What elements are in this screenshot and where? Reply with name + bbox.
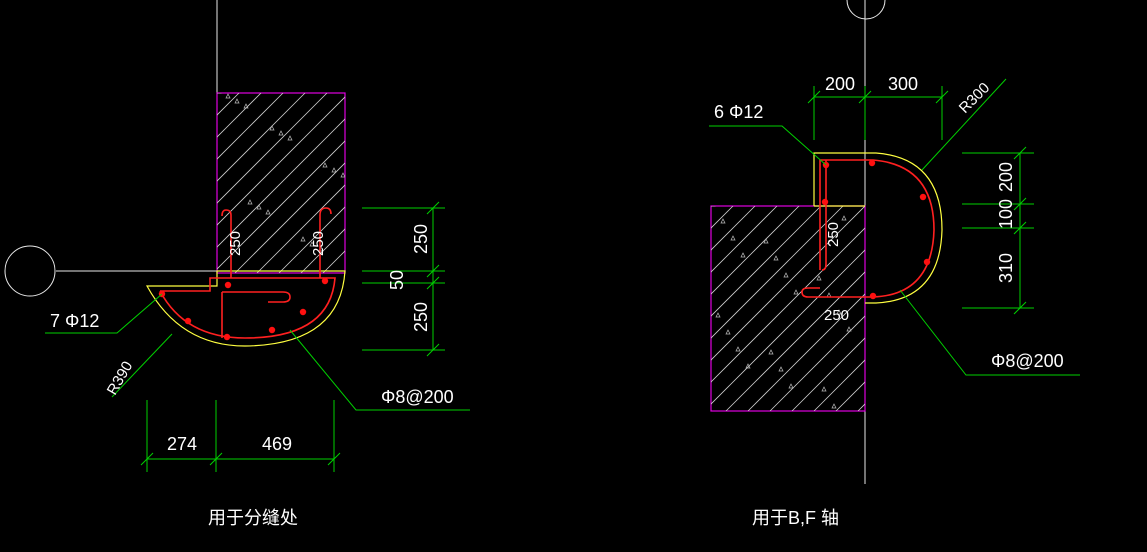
rebar-label-right: 6 Φ12	[714, 102, 763, 122]
axis-bubble-right	[846, 0, 886, 20]
dim-label-right-300: 300	[888, 74, 918, 94]
stirrup-label-right: Φ8@200	[991, 351, 1064, 371]
rebar-dots-right	[821, 159, 931, 300]
hook-label-left-1: 250	[227, 231, 244, 256]
dim-label-right-310: 310	[996, 253, 1016, 283]
stirrup-right	[801, 159, 935, 298]
stirrup-left	[159, 277, 336, 339]
radius-label-left: R390	[104, 358, 137, 398]
leader-stirrup-right	[899, 289, 1080, 376]
axis-bubble-left	[4, 245, 56, 297]
radius-label-right: R300	[956, 79, 993, 116]
dim-label-left-274: 274	[167, 434, 197, 454]
hook-label-right-2: 250	[824, 307, 849, 324]
leader-rebar-left	[45, 293, 163, 334]
leader-rebar-right	[709, 125, 827, 166]
leader-radius-left	[111, 333, 173, 398]
dim-label-left-469: 469	[262, 434, 292, 454]
hook-left-3	[222, 291, 291, 303]
hook-left-1	[221, 209, 232, 278]
stirrup-label-left: Φ8@200	[381, 387, 454, 407]
dim-label-left-250-top: 250	[411, 224, 431, 254]
concrete-outline-left	[145, 270, 346, 347]
dim-label-left-250-bottom: 250	[411, 302, 431, 332]
hook-left-2	[319, 207, 332, 278]
detail-right: 250 250 200 300 200 100 310	[709, 0, 1080, 528]
dim-label-right-100: 100	[996, 199, 1016, 229]
leader-stirrup-left	[289, 329, 470, 411]
hook-right	[821, 160, 827, 271]
dim-label-right-200-v: 200	[996, 162, 1016, 192]
dim-label-left-50: 50	[387, 270, 407, 290]
wall-section-left	[216, 92, 346, 274]
dimension-vertical-left	[362, 201, 445, 357]
hook-label-right-1: 250	[825, 222, 842, 247]
dimension-horizontal-left	[140, 400, 341, 472]
dim-label-right-200: 200	[825, 74, 855, 94]
detail-left: 250 250 250 50 250 274 469	[4, 0, 470, 528]
dimension-top-right	[807, 86, 949, 140]
caption-left: 用于分缝处	[208, 508, 298, 528]
rebar-dots-left	[158, 277, 329, 341]
caption-right: 用于B,F 轴	[752, 508, 839, 528]
leader-radius-right	[921, 78, 1007, 171]
dimension-vertical-right	[962, 146, 1034, 315]
hook-label-left-2: 250	[310, 231, 327, 256]
rebar-label-left: 7 Φ12	[50, 311, 99, 331]
wall-section-right	[710, 205, 866, 412]
